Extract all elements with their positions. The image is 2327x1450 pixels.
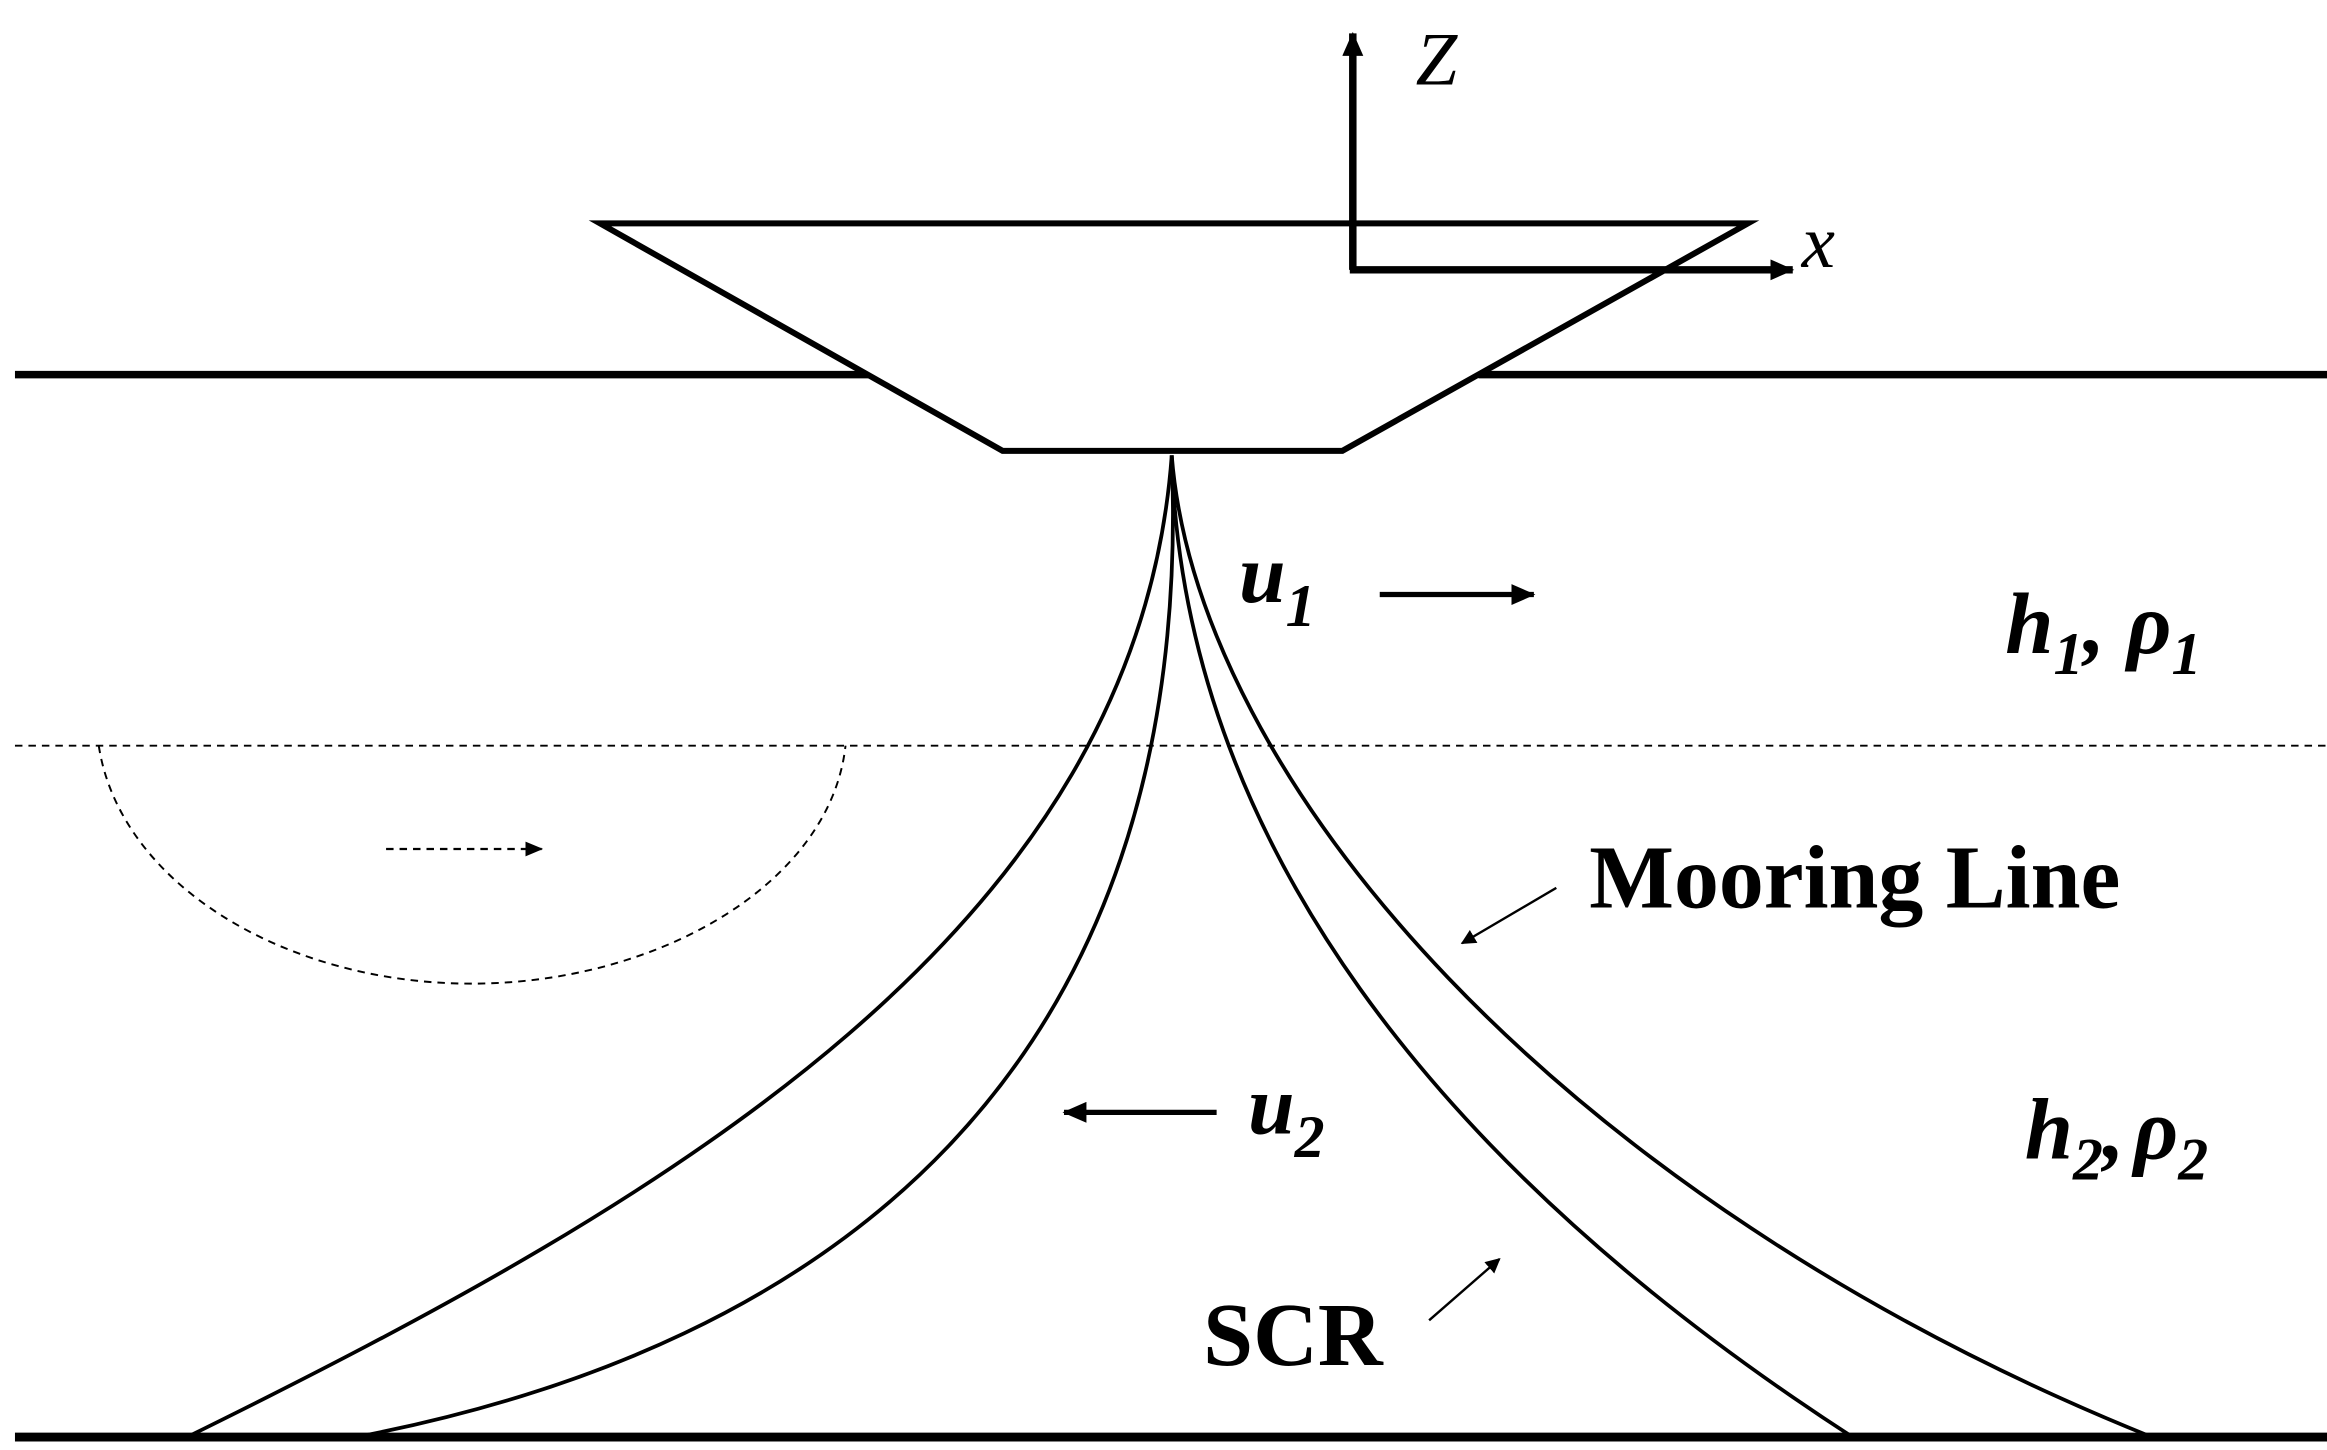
rho2-subscript: 2 — [2177, 1127, 2208, 1193]
mooring-line-pointer — [1460, 886, 1557, 945]
scr-right — [1169, 455, 1854, 1439]
h2-subscript: 2 — [2072, 1127, 2103, 1193]
scr-left — [355, 455, 1175, 1439]
scr-label: SCR — [1203, 1286, 1384, 1385]
internal-wave-profile — [97, 745, 847, 985]
u1-subscript: 1 — [1286, 573, 1316, 639]
platform-hull — [588, 220, 1760, 454]
h1-symbol: h — [2005, 576, 2053, 672]
upper-layer-separator: , — [2081, 576, 2126, 672]
rho1-subscript: 1 — [2172, 621, 2202, 687]
z-axis-label: Z — [1416, 18, 1459, 101]
rho2-symbol: ρ — [2131, 1082, 2179, 1178]
scr-pointer — [1428, 1257, 1501, 1322]
h1-subscript: 1 — [2054, 621, 2084, 687]
mooring-line-left — [186, 455, 1174, 1439]
lower-layer-label: h2,ρ2 — [2025, 1082, 2209, 1193]
u2-label: u2 — [1248, 1059, 1325, 1170]
mooring-line-right — [1169, 455, 2153, 1439]
x-axis-label: x — [1801, 201, 1835, 284]
lower-layer-separator: , — [2101, 1082, 2125, 1178]
mooring-line-label: Mooring Line — [1589, 828, 2120, 927]
upper-layer-label: h1, ρ1 — [2005, 576, 2201, 687]
u1-label: u1 — [1239, 528, 1316, 639]
u2-symbol: u — [1248, 1059, 1295, 1152]
u1-symbol: u — [1239, 528, 1286, 621]
u2-subscript: 2 — [1294, 1104, 1325, 1170]
h2-symbol: h — [2025, 1082, 2073, 1178]
rho1-symbol: ρ — [2124, 576, 2172, 672]
